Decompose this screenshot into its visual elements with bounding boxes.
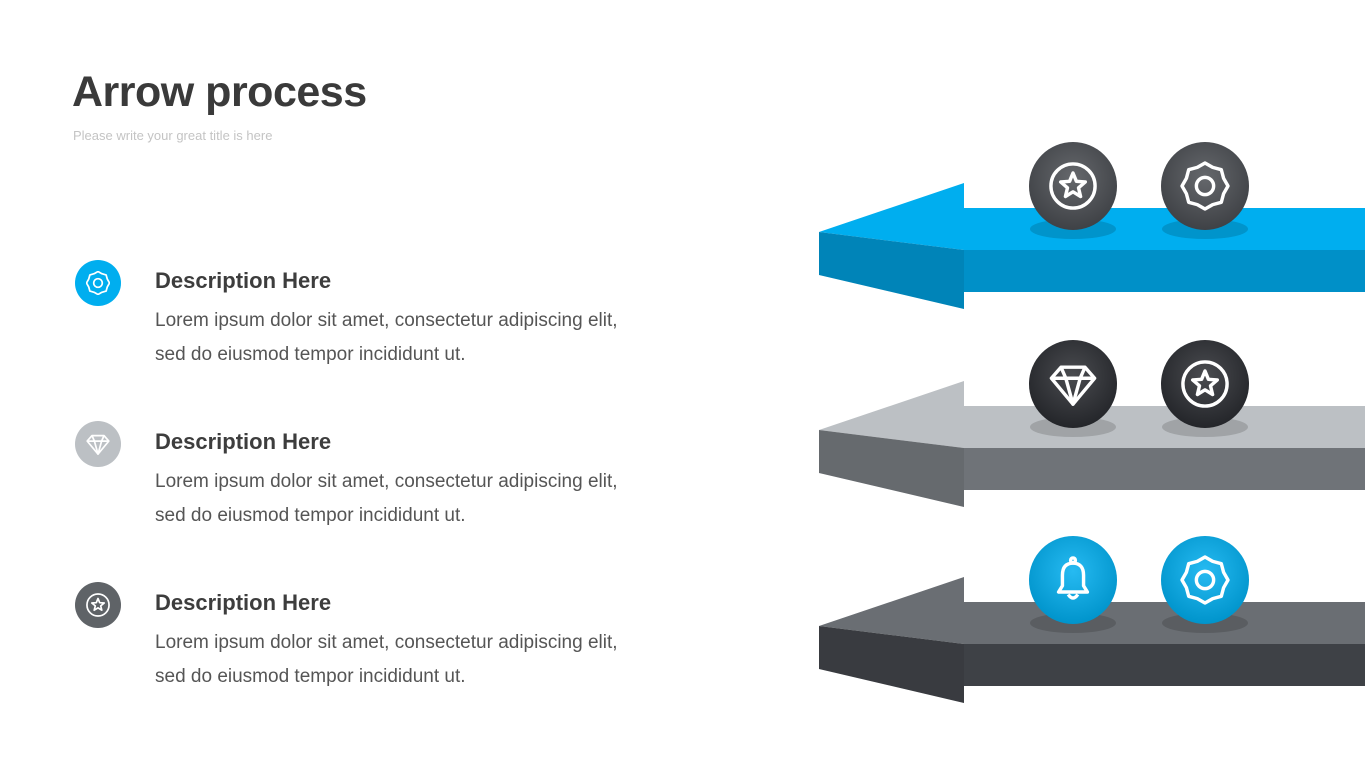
icon-ball	[1161, 340, 1249, 437]
diamond-icon	[75, 421, 121, 467]
item-text: Lorem ipsum dolor sit amet, consectetur …	[155, 626, 635, 694]
page-subtitle: Please write your great title is here	[73, 128, 273, 143]
item-title: Description Here	[155, 590, 332, 615]
item-line: sed do eiusmod tempor incididunt ut.	[155, 666, 466, 687]
icon-ball	[1029, 142, 1117, 239]
gear-icon	[1180, 555, 1230, 605]
item-line: Lorem ipsum dolor sit amet, consectetur …	[155, 632, 618, 653]
star-badge-icon	[1181, 360, 1229, 408]
arrow-1	[819, 183, 1365, 309]
icon-ball	[1029, 340, 1117, 437]
star-badge-icon	[75, 582, 121, 628]
page-title: Arrow process	[72, 68, 367, 116]
item-line: Lorem ipsum dolor sit amet, consectetur …	[155, 471, 618, 492]
arrow-2	[819, 381, 1365, 507]
item-text: Lorem ipsum dolor sit amet, consectetur …	[155, 304, 635, 372]
item-title: Description Here	[155, 268, 332, 293]
item-line: sed do eiusmod tempor incididunt ut.	[155, 505, 466, 526]
gear-icon	[1180, 161, 1230, 211]
item-line: sed do eiusmod tempor incididunt ut.	[155, 344, 466, 365]
arrow-3	[819, 577, 1365, 703]
star-badge-icon	[1049, 162, 1097, 210]
icon-ball	[1029, 536, 1117, 633]
diamond-icon	[1049, 365, 1097, 406]
item-line: Lorem ipsum dolor sit amet, consectetur …	[155, 310, 618, 331]
item-text: Lorem ipsum dolor sit amet, consectetur …	[155, 465, 635, 533]
bell-icon	[1056, 556, 1090, 600]
icon-ball	[1161, 536, 1249, 633]
item-title: Description Here	[155, 429, 332, 454]
icon-ball	[1161, 142, 1249, 239]
gear-icon	[75, 260, 121, 306]
